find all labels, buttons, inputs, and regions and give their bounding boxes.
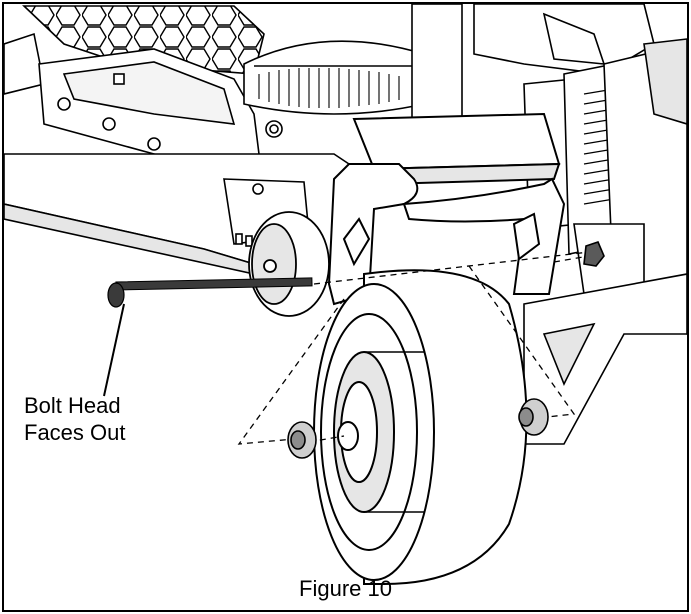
caster-wheel-illustration [4,4,687,585]
bolt [107,277,313,308]
tire [313,269,528,585]
callout-label: Bolt Head Faces Out [24,392,125,446]
figure-caption: Figure 10 [299,576,392,601]
lock-nut [583,241,605,267]
small-wheel [248,211,330,317]
callout-leader [103,303,125,397]
spacer-left [287,421,317,459]
caster-fork [327,112,566,306]
spacer-right [518,398,549,436]
callout-line-1: Bolt Head [24,393,121,418]
callout-line-2: Faces Out [24,420,126,445]
